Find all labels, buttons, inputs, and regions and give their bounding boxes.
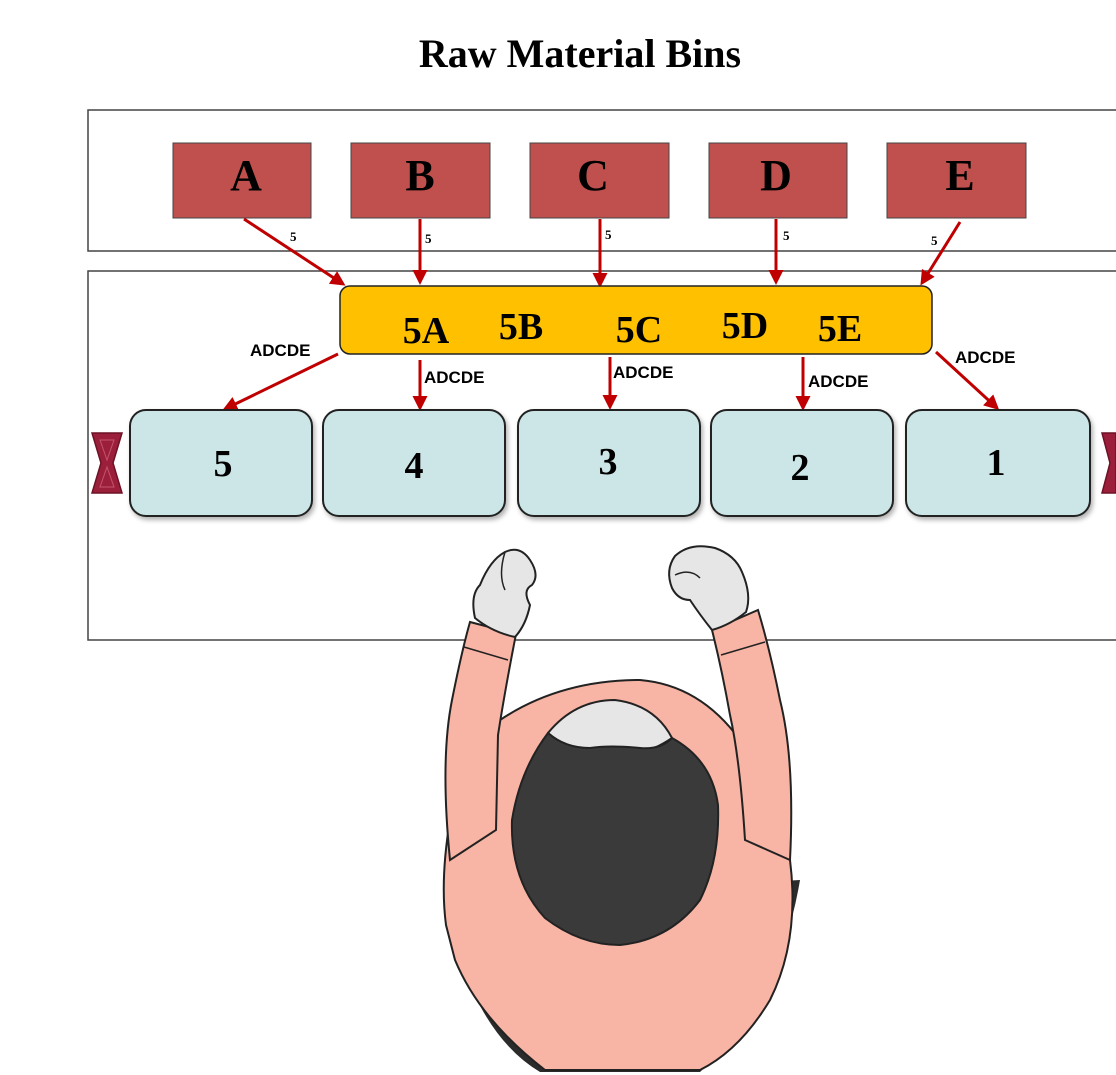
station-label: 1 — [987, 442, 1006, 484]
station-1: 1 — [905, 409, 1091, 517]
operator-figure — [442, 545, 800, 1072]
right-glove-thumb — [674, 571, 701, 579]
station-5: 5 — [129, 409, 313, 517]
qty-label-B: 5 — [425, 231, 432, 246]
tray-item-5B: 5B — [499, 306, 543, 348]
tray-item-5A: 5A — [403, 310, 450, 352]
qty-label-E: 5 — [931, 233, 938, 248]
bin-C: C — [529, 142, 670, 219]
left-glove — [472, 548, 537, 639]
flow-label-station-2: ADCDE — [808, 372, 868, 391]
arrow-tray-to-station-1 — [934, 350, 1000, 411]
station-label: 2 — [791, 447, 810, 489]
raw-material-shelf — [87, 109, 1116, 252]
tray-item-5C: 5C — [616, 309, 662, 351]
station-label: 5 — [214, 443, 233, 485]
arrow-bin-A-to-tray — [243, 217, 346, 286]
left-glove-thumb — [500, 551, 506, 591]
station-3: 3 — [517, 409, 701, 517]
bin-label: D — [760, 151, 792, 200]
station-4: 4 — [322, 409, 506, 517]
kit-tray: 5A 5B 5C 5D 5E — [339, 285, 933, 355]
bin-label: B — [405, 151, 434, 200]
arrow-bin-E-to-tray — [920, 221, 962, 286]
bin-A: A — [172, 142, 312, 219]
right-bowtie-marker — [1101, 432, 1116, 494]
left-cuff-seam — [463, 646, 509, 661]
operator-right-arm — [710, 608, 793, 862]
bin-label: C — [577, 151, 609, 200]
flow-label-station-1: ADCDE — [955, 348, 1015, 367]
right-glove — [668, 545, 750, 632]
flow-label-station-3: ADCDE — [613, 363, 673, 382]
station-label: 4 — [405, 445, 424, 487]
tray-item-5E: 5E — [818, 308, 862, 350]
bin-D: D — [708, 142, 848, 219]
diagram-title: Raw Material Bins — [419, 31, 741, 76]
tray-item-5D: 5D — [722, 305, 768, 347]
qty-label-C: 5 — [605, 227, 612, 242]
left-bowtie-marker — [90, 432, 124, 494]
operator-hair — [510, 731, 720, 947]
qty-label-A: 5 — [290, 229, 297, 244]
qty-label-D: 5 — [783, 228, 790, 243]
flow-label-station-5: ADCDE — [250, 341, 310, 360]
arrow-tray-to-station-5 — [222, 352, 339, 411]
flow-label-station-4: ADCDE — [424, 368, 484, 387]
station-label: 3 — [599, 441, 618, 483]
operator-left-arm — [444, 620, 518, 862]
bin-E: E — [886, 142, 1027, 219]
workbench-frame — [87, 270, 1116, 641]
station-2: 2 — [710, 409, 894, 517]
bin-B: B — [350, 142, 491, 219]
bin-label: A — [230, 151, 262, 200]
bin-label: E — [945, 151, 974, 200]
right-cuff-seam — [720, 641, 766, 656]
